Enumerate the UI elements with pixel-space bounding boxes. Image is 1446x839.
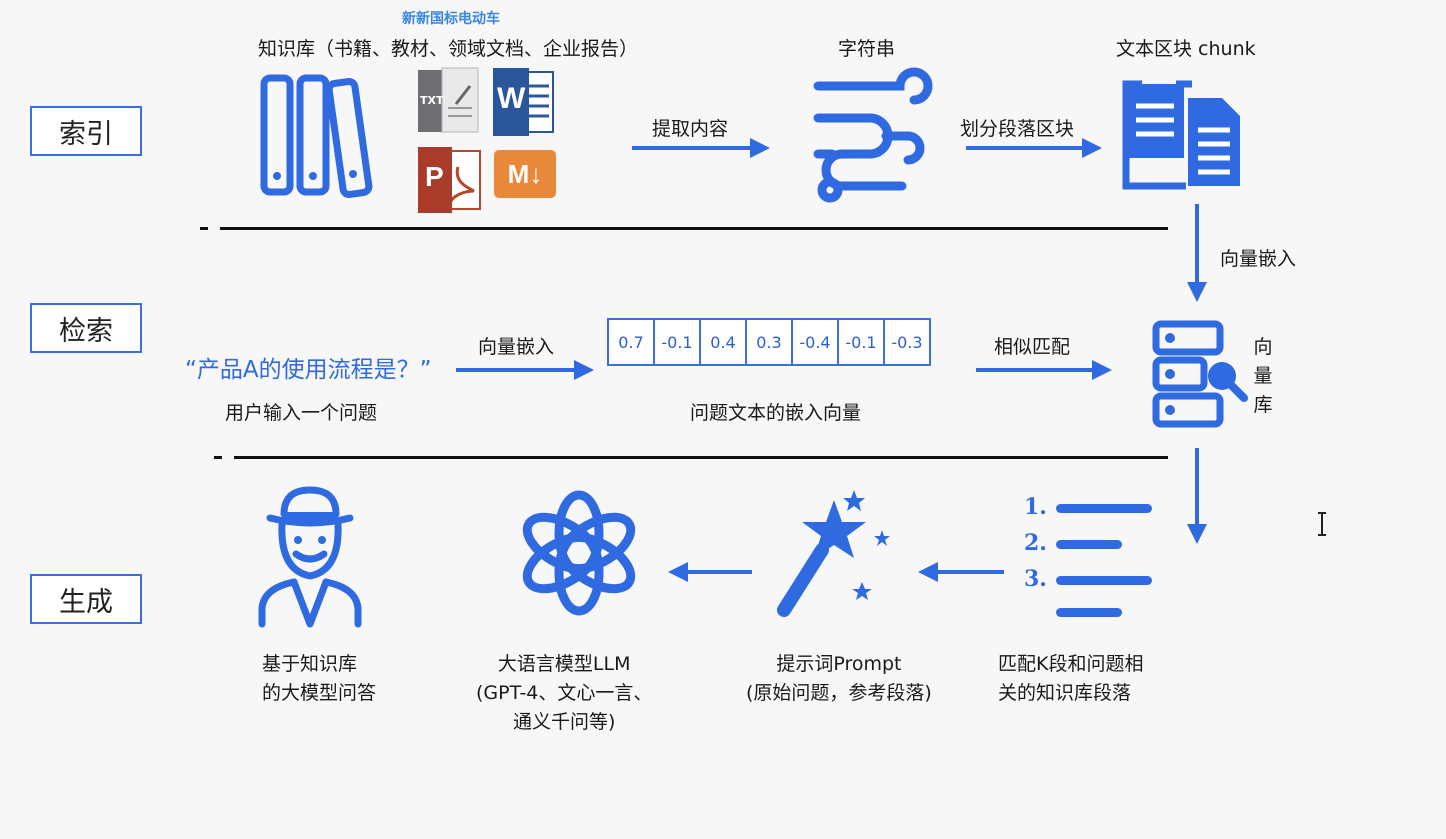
split-arrow [966, 138, 1102, 158]
openai-logo-icon [522, 490, 636, 616]
prompt-to-llm-arrow [668, 562, 752, 582]
vector-db-label: 向 量 库 [1253, 336, 1273, 416]
vector-cell: -0.3 [883, 318, 931, 366]
stage-generate-box: 生成 [30, 574, 142, 624]
embed-down-arrow [1187, 204, 1207, 302]
match-k-label: 匹配K段和问题相 关的知识库段落 [998, 653, 1144, 704]
match-label: 相似匹配 [994, 336, 1071, 358]
vector-cell: 0.7 [607, 318, 655, 366]
knowledge-base-label: 知识库（书籍、教材、领域文档、企业报告） [258, 38, 639, 60]
embed-down-label: 向量嵌入 [1220, 248, 1297, 270]
vector-database-icon [1152, 320, 1248, 428]
vector-caption: 问题文本的嵌入向量 [690, 402, 862, 424]
divider-1 [220, 227, 1168, 230]
books-icon [260, 74, 373, 198]
stage-retrieve-box: 检索 [30, 303, 142, 353]
divider-dash-2 [214, 456, 222, 459]
magic-wand-icon [777, 490, 890, 617]
chunk-document-icon [1122, 80, 1240, 190]
list-to-prompt-arrow [918, 562, 1004, 582]
chunk-label: 文本区块 chunk [1116, 38, 1256, 60]
vector-cell: -0.1 [837, 318, 885, 366]
prompt-label: 提示词Prompt (原始问题，参考段落) [746, 653, 932, 704]
kb-qa-label: 基于知识库 的大模型问答 [262, 653, 377, 704]
divider-dash-1 [200, 227, 208, 230]
person-detective-icon [258, 486, 362, 628]
string-label: 字符串 [838, 38, 896, 60]
ranked-list-icon: 1. 2. 3. [1024, 492, 1164, 622]
match-arrow [976, 360, 1112, 380]
word-icon-text: W [497, 82, 526, 115]
user-input-label: 用户输入一个问题 [225, 402, 378, 424]
divider-2 [234, 456, 1168, 459]
llm-label: 大语言模型LLM (GPT-4、文心一言、 通义千问等) [476, 653, 653, 733]
word-file-icon: W [493, 68, 555, 136]
query-embed-arrow [456, 360, 594, 380]
ppt-file-icon: P [418, 147, 482, 213]
watermark-text: 新新国标电动车 [402, 11, 500, 27]
extract-arrow [632, 138, 770, 158]
retrieve-down-arrow [1187, 448, 1207, 544]
txt-icon-text: TXT [420, 94, 444, 107]
query-embed-label: 向量嵌入 [478, 336, 555, 358]
embedding-vector: 0.7 -0.1 0.4 0.3 -0.4 -0.1 -0.3 [607, 318, 931, 366]
vector-cell: 0.4 [699, 318, 747, 366]
vector-cell: 0.3 [745, 318, 793, 366]
user-query-text: “产品A的使用流程是？” [185, 357, 432, 383]
stage-index-box: 索引 [30, 106, 142, 156]
list-number: 2. [1024, 530, 1047, 556]
vector-cell: -0.1 [653, 318, 701, 366]
list-number: 1. [1024, 494, 1047, 520]
extract-label: 提取内容 [652, 118, 729, 140]
ppt-icon-text: P [425, 161, 444, 192]
markdown-icon-text: M↓ [507, 158, 543, 189]
list-number: 3. [1024, 566, 1047, 592]
vector-cell: -0.4 [791, 318, 839, 366]
markdown-file-icon: M↓ [494, 150, 556, 198]
string-icon [813, 67, 933, 203]
split-label: 划分段落区块 [960, 118, 1075, 140]
txt-file-icon: TXT [418, 67, 480, 136]
text-cursor-icon [1318, 512, 1326, 536]
